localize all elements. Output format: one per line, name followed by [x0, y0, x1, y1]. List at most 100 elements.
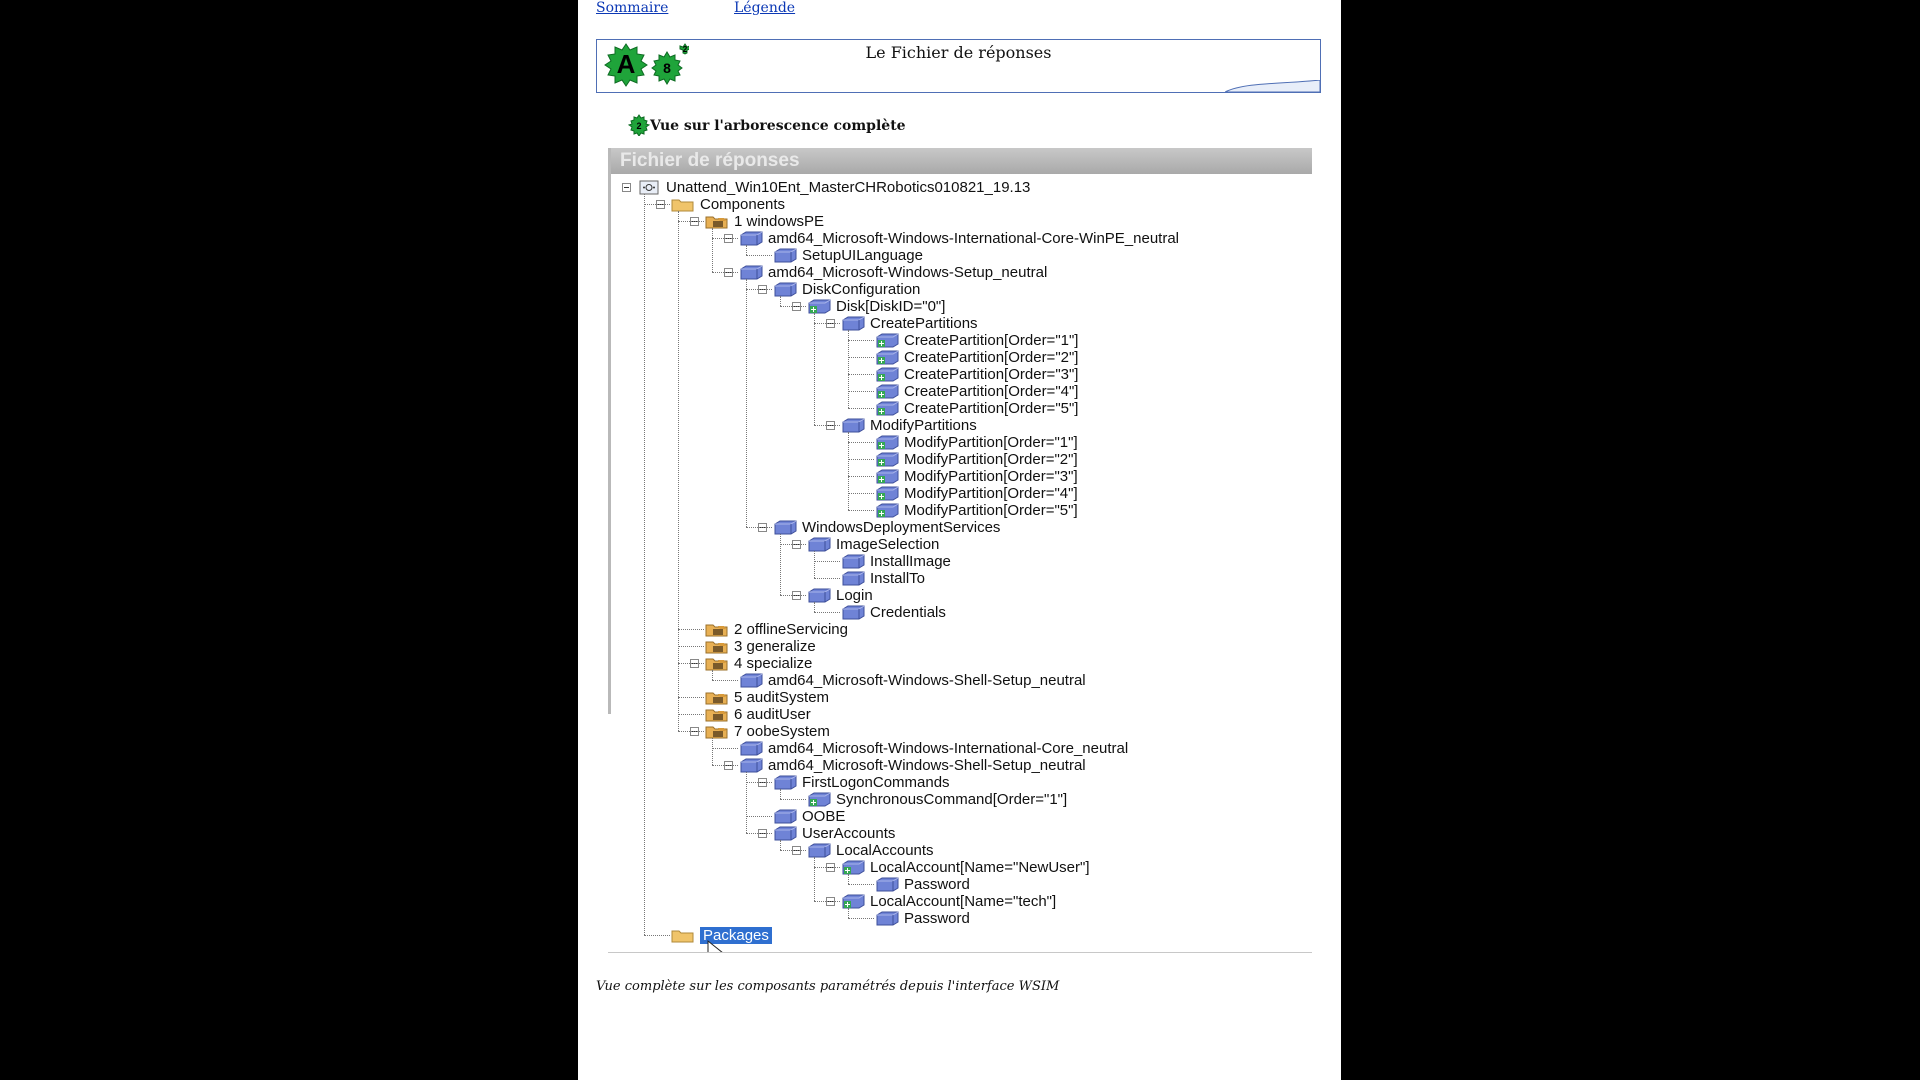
tree-connector	[678, 697, 704, 698]
tree-connector	[746, 279, 747, 527]
summary-link[interactable]: Sommaire	[596, 0, 669, 16]
list-item-icon	[874, 502, 900, 519]
tree-connector	[746, 527, 772, 528]
tree-connector	[712, 670, 713, 680]
tree-connector	[780, 534, 781, 595]
component-icon	[772, 247, 798, 264]
tree-node-label: Password	[904, 910, 970, 927]
tree-connector	[848, 476, 874, 477]
tree-connector	[712, 238, 738, 239]
component-icon	[772, 519, 798, 536]
tree-node-label: 1 windowsPE	[734, 213, 825, 230]
folder-pass-icon	[704, 689, 730, 706]
tree-connector	[848, 918, 874, 919]
figure-caption: Vue complète sur les composants paramétr…	[596, 979, 1060, 994]
tree-connector	[644, 194, 645, 935]
tree-node-label: Login	[836, 587, 873, 604]
tree-node-label: CreatePartition[Order="1"]	[904, 332, 1079, 349]
tree-node-label: 6 auditUser	[734, 706, 811, 723]
chapter-badge-icon: A 8 2	[604, 43, 689, 87]
banner-title: Le Fichier de réponses	[865, 43, 1052, 62]
list-item-icon	[874, 349, 900, 366]
component-icon	[772, 825, 798, 842]
tree-connector	[848, 330, 849, 408]
component-icon	[840, 417, 866, 434]
tree-node-label: OOBE	[802, 808, 846, 825]
tree-node-label: DiskConfiguration	[802, 281, 921, 298]
tree-connector	[814, 578, 840, 579]
badge-small-number: 2	[683, 45, 688, 54]
badge-number: 8	[663, 60, 671, 76]
list-item-icon	[806, 298, 832, 315]
list-item-icon	[806, 791, 832, 808]
tree-connector	[848, 340, 874, 341]
tree-node-label: Unattend_Win10Ent_MasterCHRobotics010821…	[666, 179, 1031, 196]
tree-connector	[678, 211, 679, 731]
tree-node-label: Disk[DiskID="0"]	[836, 298, 946, 315]
tree-connector	[848, 908, 849, 918]
tree-node-label: ModifyPartition[Order="1"]	[904, 434, 1078, 451]
answer-file-pane-title: Fichier de réponses	[620, 150, 800, 171]
tree-connector	[712, 680, 738, 681]
tree-connector	[678, 714, 704, 715]
tree-connector	[678, 646, 704, 647]
collapse-toggle-icon[interactable]	[622, 183, 631, 192]
tree-node-label: Password	[904, 876, 970, 893]
tree-connector	[848, 493, 874, 494]
legend-link[interactable]: Légende	[734, 0, 796, 16]
tree-node-label: WindowsDeploymentServices	[802, 519, 1001, 536]
mouse-pointer-icon	[707, 939, 724, 953]
list-item-icon	[840, 893, 866, 910]
tree-node-label: LocalAccount[Name="NewUser"]	[870, 859, 1090, 876]
tree-connector	[814, 425, 840, 426]
tree-connector	[814, 561, 840, 562]
tree-connector	[814, 313, 815, 425]
tree-connector	[780, 296, 781, 306]
tree-node-label: 2 offlineServicing	[734, 621, 848, 638]
tree-connector	[814, 323, 840, 324]
pane-bottom-border	[608, 952, 1312, 953]
tree-node-label: ModifyPartitions	[870, 417, 977, 434]
tree-connector	[712, 272, 738, 273]
wsim-answer-file-panel: Fichier de réponses Unattend_Win10Ent_Ma…	[608, 148, 1312, 953]
component-icon	[738, 264, 764, 281]
page-curl-decoration	[1225, 80, 1320, 92]
tree-connector	[780, 544, 806, 545]
component-icon	[738, 672, 764, 689]
tree-node-label: amd64_Microsoft-Windows-Setup_neutral	[768, 264, 1048, 281]
tree-connector	[678, 731, 704, 732]
tree-node-label: ModifyPartition[Order="5"]	[904, 502, 1078, 519]
tree-connector	[780, 306, 806, 307]
component-icon	[840, 315, 866, 332]
tree-node-label: amd64_Microsoft-Windows-Shell-Setup_neut…	[768, 672, 1086, 689]
component-icon	[772, 281, 798, 298]
tree-connector	[746, 833, 772, 834]
tree-connector	[746, 782, 772, 783]
tree-node-label: FirstLogonCommands	[802, 774, 950, 791]
tree-connector	[780, 789, 781, 799]
tree-connector	[814, 857, 815, 901]
tree-connector	[814, 551, 815, 578]
component-icon	[806, 587, 832, 604]
tree-connector	[644, 935, 670, 936]
tree-connector	[848, 357, 874, 358]
tree-connector	[814, 602, 815, 612]
folder-pass-icon	[704, 638, 730, 655]
list-item-icon	[874, 400, 900, 417]
tree-connector	[780, 840, 781, 850]
tree-node-label: LocalAccount[Name="tech"]	[870, 893, 1057, 910]
section-gear-icon: 2	[628, 114, 650, 136]
chapter-banner: A 8 2 Le Fichier de réponses	[596, 39, 1321, 93]
tree-node-label: 3 generalize	[734, 638, 816, 655]
component-icon	[806, 536, 832, 553]
tree-node-label: amd64_Microsoft-Windows-International-Co…	[768, 740, 1129, 757]
tree-node-label: Components	[700, 196, 786, 213]
tree-node-label: CreatePartition[Order="3"]	[904, 366, 1079, 383]
tree-node-label: SetupUILanguage	[802, 247, 923, 264]
component-icon	[772, 808, 798, 825]
tree-connector	[780, 850, 806, 851]
tree-node-label: 7 oobeSystem	[734, 723, 830, 740]
list-item-icon	[874, 485, 900, 502]
folder-pass-icon	[704, 723, 730, 740]
tree-connector	[848, 459, 874, 460]
